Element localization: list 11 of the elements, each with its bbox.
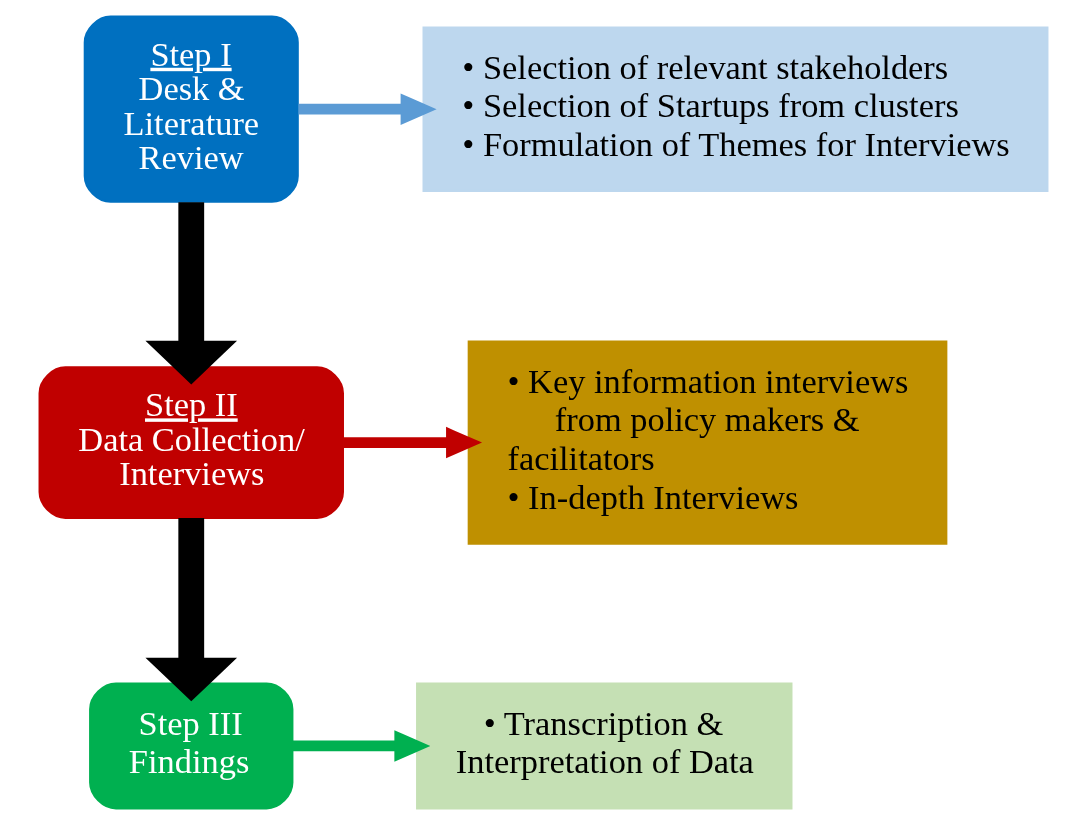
node-box: • Selection of relevant stakeholders • Selection of Startups from clusters • Formulation of Themes for Interviews [422, 26, 1048, 192]
node-box: Step III Findings [88, 682, 293, 810]
arrow [292, 730, 430, 762]
arrow [144, 517, 237, 702]
node-box: • Transcription & Interpretation of Data [415, 682, 792, 810]
node-box: • Key information interviews from policy makers & facilitators • In-depth Interviews [467, 340, 947, 545]
node-box: Step I Desk & Literature Review [83, 15, 299, 203]
arrow [144, 202, 237, 385]
node-box: Step II Data Collection/ Interviews [38, 366, 344, 519]
arrow [298, 93, 437, 125]
arrow [343, 426, 482, 459]
